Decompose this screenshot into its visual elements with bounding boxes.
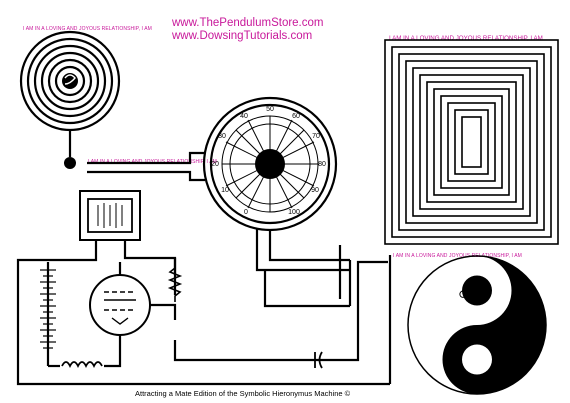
website-link-dowsing-tutorials[interactable]: www.DowsingTutorials.com	[172, 30, 313, 42]
affirmation-label-yinyang: I AM IN A LOVING AND JOYOUS RELATIONSHIP…	[393, 253, 522, 259]
dial-tick-60: 60	[292, 113, 300, 120]
concentric-box	[384, 39, 559, 245]
dial-tick-0: 0	[244, 209, 248, 216]
dial-face	[221, 115, 319, 213]
affirmation-label-box: I AM IN A LOVING AND JOYOUS RELATIONSHIP…	[389, 35, 543, 42]
dial-tick-40: 40	[240, 113, 248, 120]
spiral-terminal-dot	[64, 157, 76, 169]
female-symbol-icon: ♀	[461, 341, 481, 371]
dial-tick-100: 100	[288, 209, 300, 216]
dial-tick-10: 10	[221, 187, 229, 194]
dial-tick-30: 30	[218, 133, 226, 140]
male-symbol-icon: ♂	[455, 277, 475, 307]
affirmation-label-spiral: I AM IN A LOVING AND JOYOUS RELATIONSHIP…	[23, 26, 152, 32]
dial-tick-20: 20	[211, 161, 219, 168]
vacuum-tube-circuit	[16, 190, 390, 386]
diagram-caption: Attracting a Mate Edition of the Symboli…	[135, 389, 351, 398]
dial-tick-70: 70	[312, 133, 320, 140]
dial-tick-50: 50	[266, 106, 274, 113]
yin-yang-symbol	[442, 256, 546, 394]
dial-tick-labels: 0 10 20 30 40 50 60 70 80 90 100	[211, 106, 326, 216]
dial-tick-90: 90	[311, 187, 319, 194]
dial-housing	[202, 96, 352, 308]
spiral-antenna	[19, 30, 121, 132]
dial-tick-80: 80	[318, 161, 326, 168]
website-link-pendulum-store[interactable]: www.ThePendulumStore.com	[172, 17, 324, 29]
